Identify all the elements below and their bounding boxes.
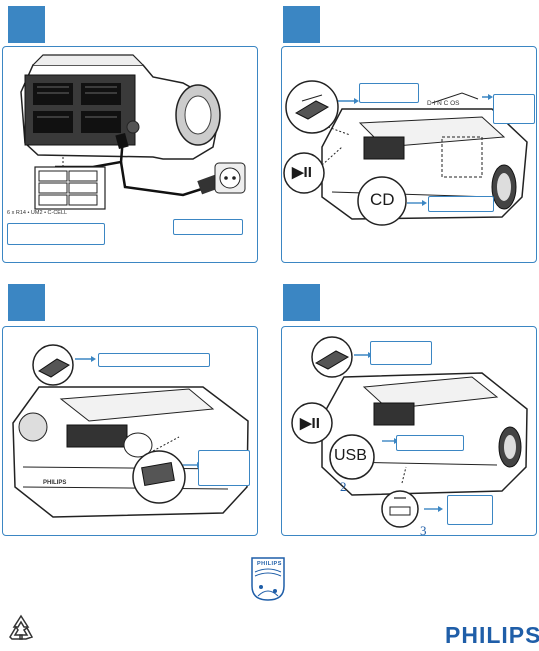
- marker-3: 3: [420, 523, 427, 536]
- footer-brand-wordmark: PHILIPS: [445, 622, 539, 648]
- usb-button-label: USB: [334, 447, 367, 464]
- philips-shield-logo: [251, 557, 285, 601]
- usb-illustration: [291, 336, 528, 528]
- step-4-callout-usb: [396, 435, 464, 451]
- step-4-callout-lever: [370, 341, 432, 365]
- step-4-callout-port: [447, 495, 493, 525]
- step-1-badge: [8, 6, 45, 43]
- marker-2: 2: [340, 479, 347, 494]
- play-pause-button-label: ▶II: [292, 164, 312, 181]
- cd-button-label: CD: [370, 190, 395, 209]
- shield-brand-text: PHILIPS: [257, 561, 282, 567]
- play-pause-button-label-4: ▶II: [300, 415, 320, 432]
- step-3-badge: [8, 284, 45, 321]
- step-3-callout-lever: [98, 353, 210, 367]
- step-2-panel: PHILIPS ▶II CD D I N C OS: [281, 46, 537, 263]
- step-4-panel: ▶II USB 2 3: [281, 326, 537, 536]
- step-2-badge: [283, 6, 320, 43]
- step-2-callout-lid: [493, 94, 535, 124]
- recycle-icon: [9, 614, 34, 640]
- rear-view-illustration: [20, 54, 246, 210]
- radio-illustration: PHILIPS: [12, 344, 249, 518]
- step-3-callout-source: [198, 450, 250, 486]
- step-1-callout-main: [7, 223, 105, 245]
- step-2-callout-lever: [359, 83, 419, 103]
- device-brand-3: PHILIPS: [43, 480, 66, 486]
- step-1-callout-power: [173, 219, 243, 235]
- step-3-panel: PHILIPS: [2, 326, 258, 536]
- step-2-callout-cd: [428, 196, 494, 212]
- battery-spec-label: 6 x R14 • UM2 • C-CELL: [7, 210, 68, 216]
- play-cd-illustration: PHILIPS: [283, 80, 528, 226]
- step-1-panel: 6 x R14 • UM2 • C-CELL: [2, 46, 258, 263]
- cd-panel-text: D I N C OS: [427, 100, 460, 107]
- step-4-badge: [283, 284, 320, 321]
